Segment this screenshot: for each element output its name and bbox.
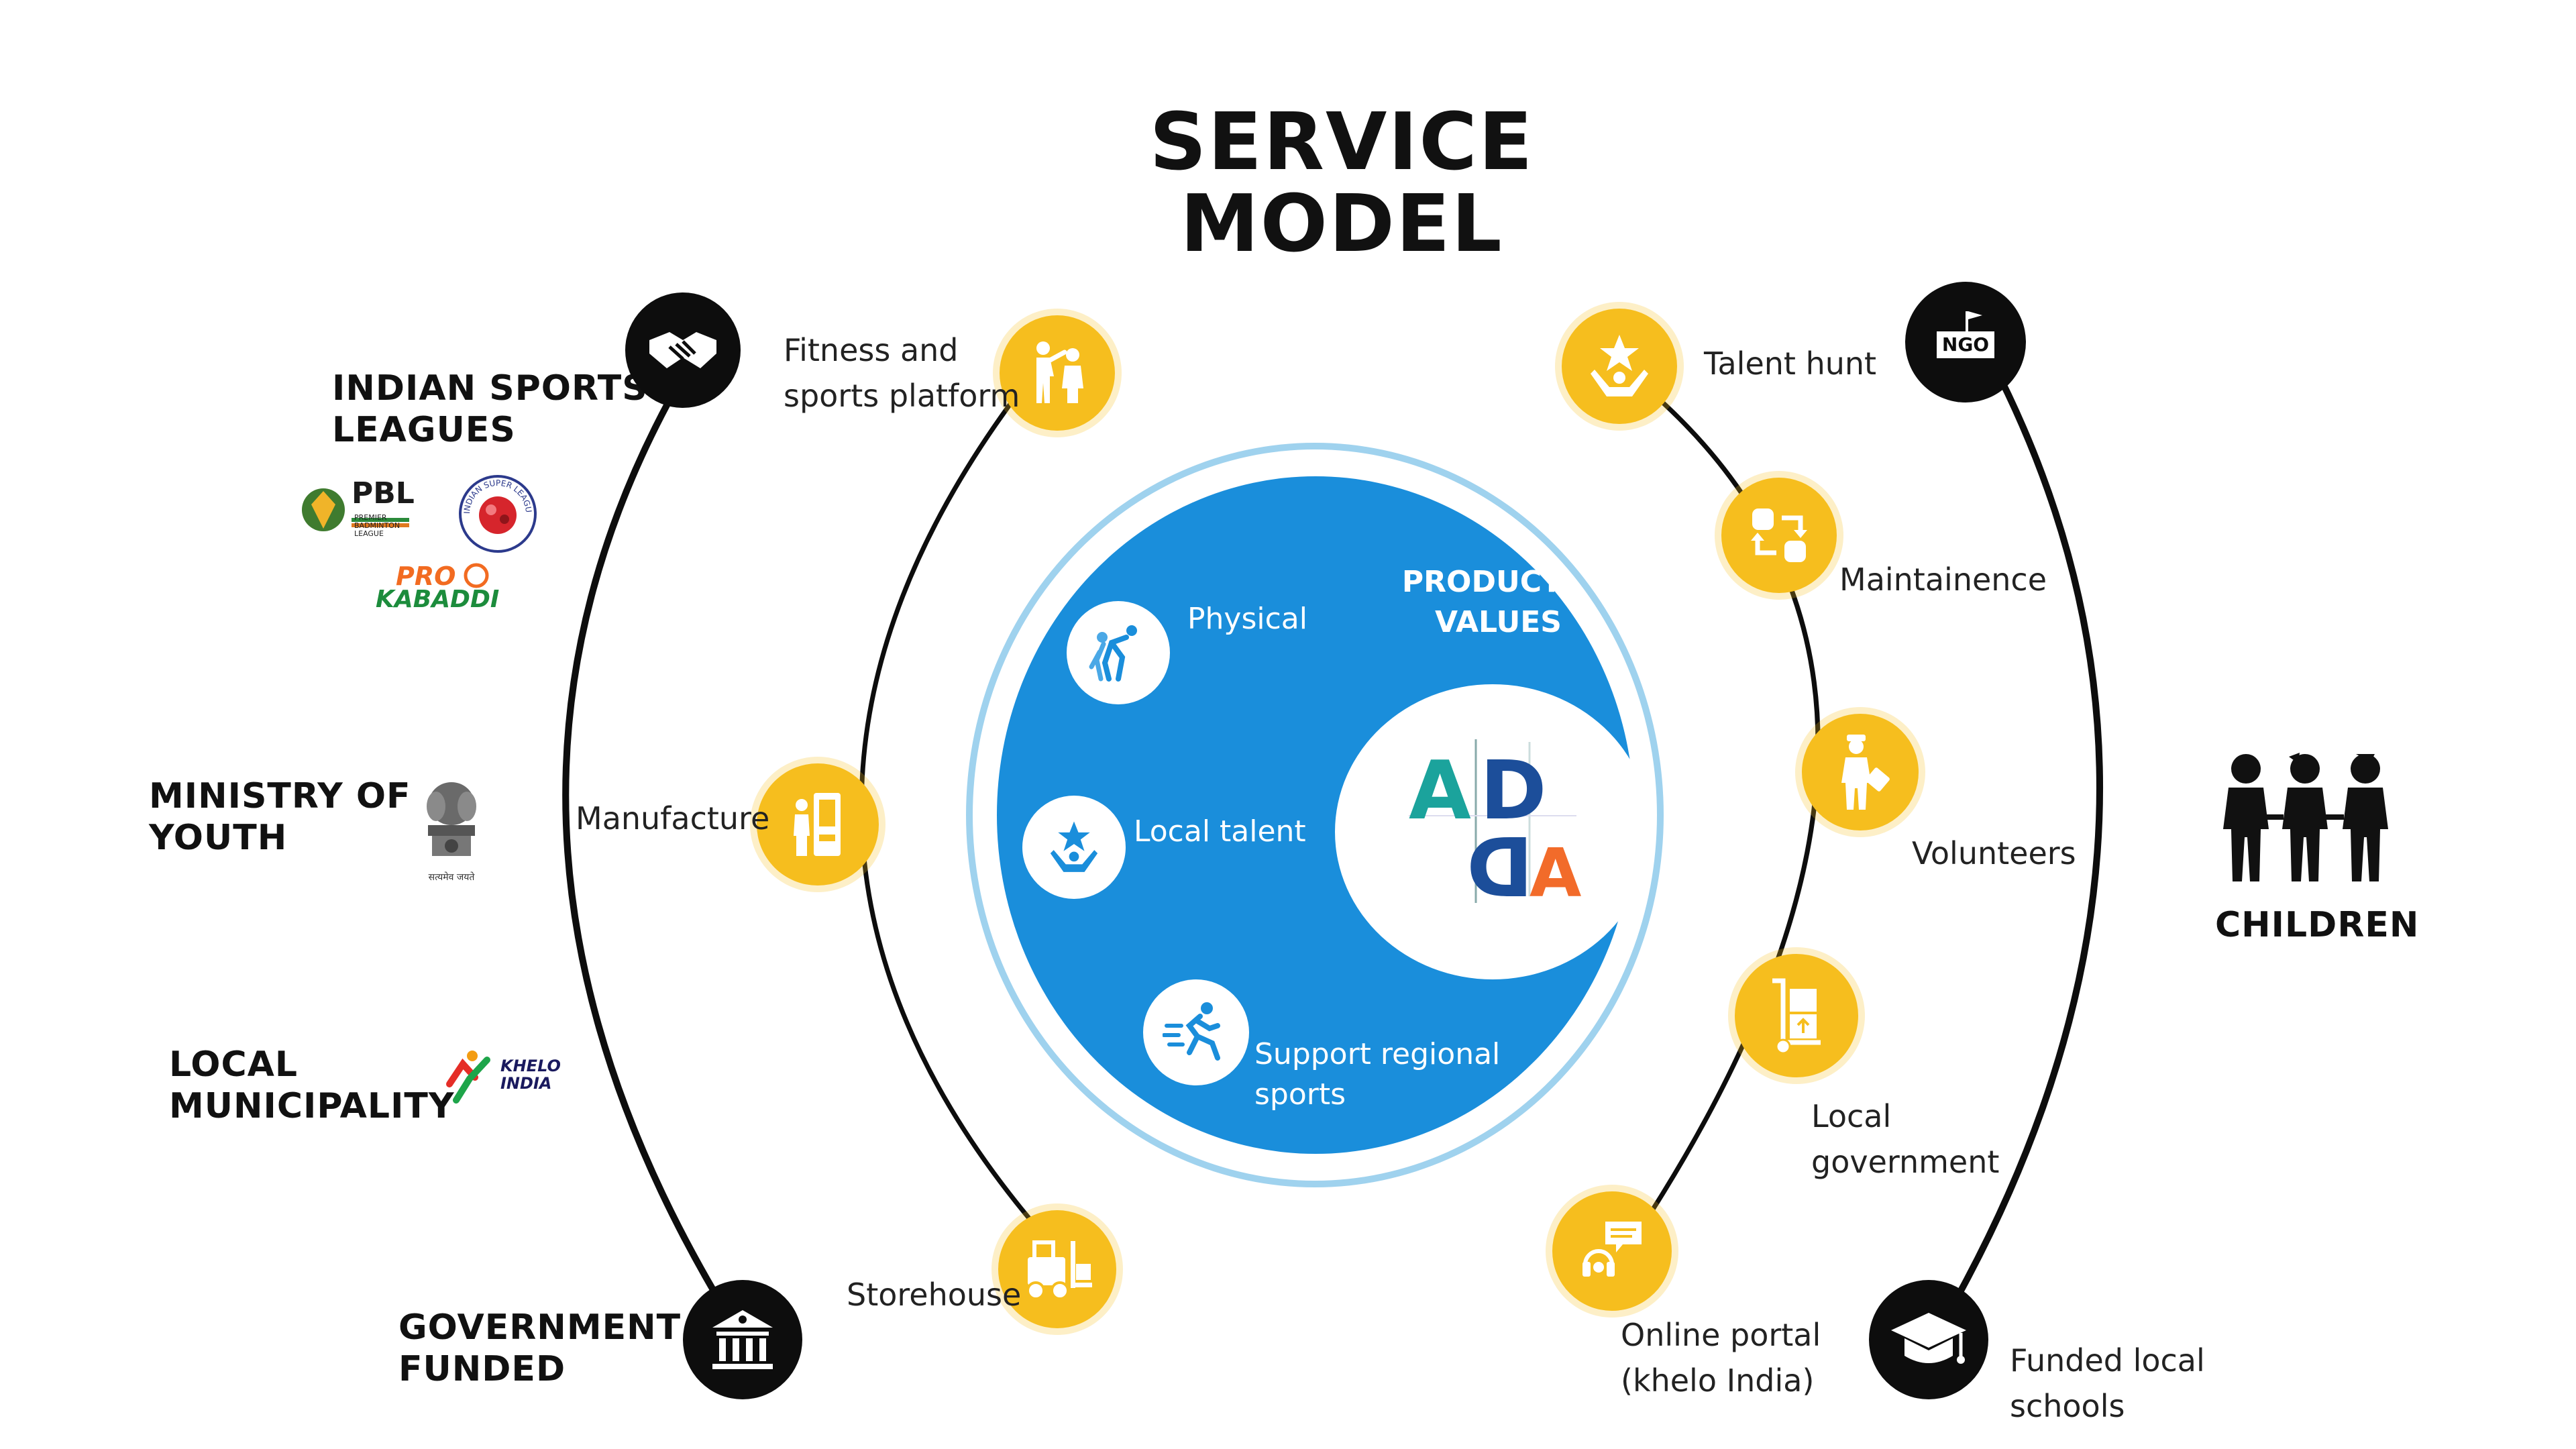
partner-label-line1: GOVERNMENT (398, 1307, 682, 1348)
exercise-icon (1067, 601, 1170, 704)
value-physical-label: Physical (1187, 599, 1307, 639)
runner-icon (1143, 979, 1249, 1085)
pro-kabaddi-logo: PRO KABADDI (376, 562, 517, 616)
value-label-line1: Local talent (1134, 814, 1306, 849)
activity-label-line2: (khelo India) (1621, 1362, 1815, 1399)
emblem-icon: सत्यमेव जयते (416, 777, 487, 890)
outer-right-arc (1929, 360, 2103, 1344)
star-person-icon (1562, 309, 1677, 424)
activity-label-line2: government (1811, 1144, 2000, 1180)
partner-ministry-of-youth: MINISTRY OF YOUTH (149, 775, 411, 859)
adda-letter-d2: D (1466, 822, 1534, 916)
activity-fitness-label: Fitness and sports platform (784, 327, 1020, 419)
coaching-icon (1000, 315, 1115, 431)
activity-maintainence-label: Maintainence (1839, 557, 2047, 602)
adda-letter-a2: A (1529, 834, 1582, 912)
hand-truck-icon (1735, 954, 1858, 1077)
title-line-1: SERVICE (1149, 95, 1534, 188)
children-icon (2219, 750, 2394, 884)
activity-label-line2: sports platform (784, 378, 1020, 414)
graduation-cap-icon (1869, 1280, 1988, 1399)
activity-label-line1: Manufacture (576, 800, 770, 837)
partner-label-line1: LOCAL (169, 1044, 299, 1085)
product-values-title-line2: VALUES (1434, 605, 1562, 639)
activity-volunteers-label: Volunteers (1912, 830, 2076, 876)
adda-logo-disc: A D D A (1335, 684, 1650, 979)
activity-talent-hunt-label: Talent hunt (1704, 341, 1876, 386)
partner-label-line2: LEAGUES (332, 410, 516, 450)
outer-left-arc (562, 360, 748, 1344)
partner-label-line1: MINISTRY OF (149, 776, 411, 816)
activity-manufacture-label: Manufacture (576, 796, 769, 841)
support-chat-icon (1552, 1191, 1672, 1311)
handshake-icon (625, 292, 741, 408)
forklift-icon (998, 1210, 1116, 1328)
children-label-text: CHILDREN (2215, 905, 2420, 945)
activity-label-line1: Fitness and (784, 332, 959, 368)
adda-logo: A D D A (1402, 735, 1603, 923)
customer-children-label: CHILDREN (2215, 904, 2419, 946)
activity-label-line1: Volunteers (1912, 835, 2076, 871)
isl-logo: INDIAN SUPER LEAGUE (453, 465, 539, 555)
activity-label-line1: Online portal (1621, 1317, 1821, 1353)
khelo-india-logo: KHELO INDIA (443, 1044, 561, 1104)
value-label-line1: Support regional (1254, 1037, 1501, 1071)
khelo-text: KHELO INDIA (500, 1057, 561, 1093)
customer-schools-label: Funded local schools (2010, 1338, 2205, 1429)
activity-local-government-label: Local government (1811, 1093, 1999, 1185)
value-local-talent-label: Local talent (1134, 812, 1306, 852)
pro-kabaddi-line1: PRO (396, 561, 456, 591)
pro-kabaddi-line2: KABADDI (376, 586, 500, 613)
ngo-flag-icon: NGO (1905, 282, 2026, 402)
pbl-logo: PBL PREMIER BADMINTON LEAGUE (301, 478, 415, 542)
schools-label-line1: Funded local (2010, 1342, 2205, 1379)
value-label-line2: sports (1254, 1077, 1346, 1112)
government-building-icon (683, 1280, 802, 1399)
page-title: SERVICE MODEL (953, 101, 1731, 264)
partner-local-municipality: LOCAL MUNICIPALITY (169, 1044, 455, 1127)
pbl-sub: PREMIER BADMINTON LEAGUE (354, 513, 400, 538)
partner-indian-sports-leagues: INDIAN SPORTS LEAGUES (332, 368, 648, 451)
ngo-badge-text: NGO (1941, 333, 1990, 356)
partner-label-line2: MUNICIPALITY (169, 1086, 455, 1126)
cycle-arrows-icon (1721, 478, 1837, 593)
adda-letter-d1: D (1480, 745, 1547, 838)
value-label-line1: Physical (1187, 602, 1307, 636)
adda-letter-a1: A (1409, 745, 1471, 838)
schools-label-line2: schools (2010, 1388, 2125, 1424)
title-line-2: MODEL (1180, 177, 1503, 270)
partner-label-line1: INDIAN SPORTS (332, 368, 648, 409)
value-regional-sports-label: Support regional sports (1254, 1034, 1500, 1115)
partner-label-line2: YOUTH (149, 818, 288, 858)
activity-online-portal-label: Online portal (khelo India) (1621, 1312, 1821, 1403)
partner-label-line2: FUNDED (398, 1349, 566, 1389)
volunteer-icon (1802, 714, 1919, 830)
activity-label-line1: Storehouse (847, 1277, 1022, 1313)
activity-label-line1: Local (1811, 1098, 1892, 1134)
emblem-motto: सत्यमेव जयते (428, 872, 475, 883)
activity-label-line1: Maintainence (1839, 561, 2047, 598)
product-values-title: PRODUCT VALUES (1391, 562, 1562, 643)
product-values-title-line1: PRODUCT (1401, 565, 1562, 599)
vending-machine-icon (757, 763, 879, 885)
partner-government-funded: GOVERNMENT FUNDED (398, 1307, 681, 1390)
pbl-main-text: PBL (352, 476, 415, 511)
star-person-icon (1022, 796, 1126, 899)
activity-storehouse-label: Storehouse (847, 1272, 1021, 1318)
activity-label-line1: Talent hunt (1704, 345, 1877, 382)
